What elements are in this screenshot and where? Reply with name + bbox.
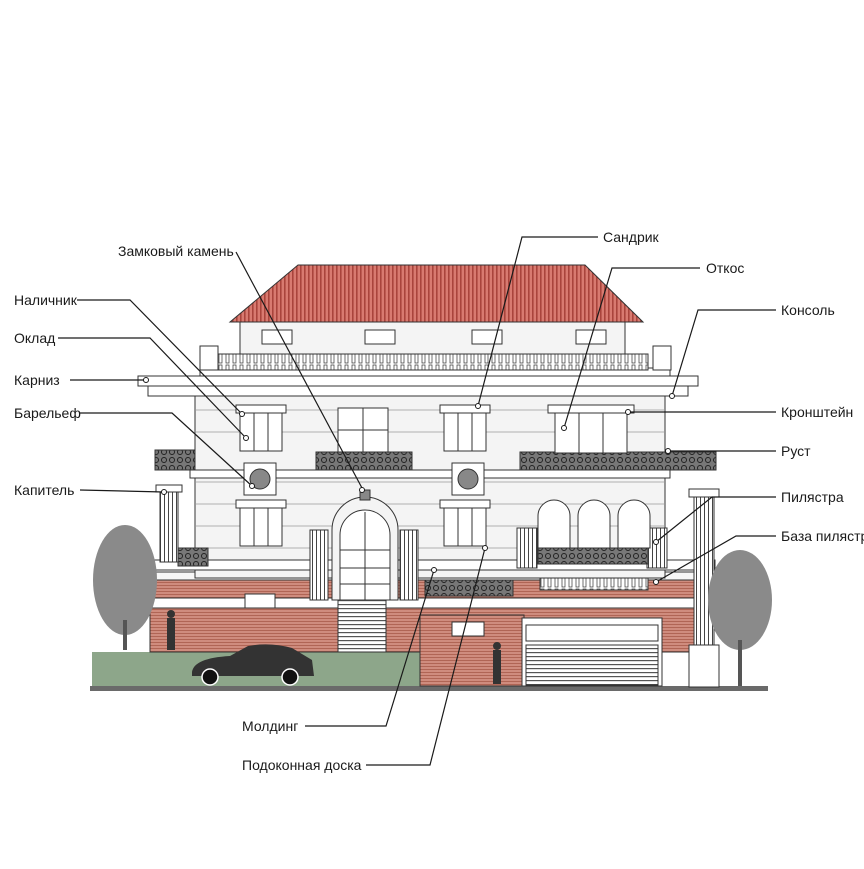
leader-barelef: [80, 412, 253, 487]
trees: [93, 525, 772, 686]
label-nalichnik: Наличник: [14, 292, 77, 308]
people: [167, 610, 501, 684]
bas-reliefs: [243, 462, 485, 496]
balconies: [154, 449, 717, 597]
label-podokonnaya-doska: Подоконная доска: [242, 757, 362, 773]
leader-sandrik: [477, 236, 598, 407]
label-kronshtein: Кронштейн: [781, 404, 854, 420]
label-zamkovy-kamen: Замковый камень: [118, 243, 234, 259]
label-oklad: Оклад: [14, 330, 56, 346]
entrance: [331, 489, 399, 653]
label-molding: Молдинг: [242, 718, 299, 734]
leader-podokonnaya-doska: [366, 547, 486, 766]
leader-pilyastra: [655, 496, 776, 543]
arched-windows: [537, 499, 651, 549]
label-karniz: Карниз: [14, 372, 60, 388]
label-baza-pilyastry: База пилястры: [781, 528, 864, 544]
label-pilyastra: Пилястра: [781, 489, 844, 505]
garage: [521, 617, 663, 687]
label-kapitel: Капитель: [14, 482, 75, 498]
car: [192, 644, 314, 686]
label-rust: Руст: [781, 443, 811, 459]
leader-dots: [143, 377, 675, 585]
label-konsol: Консоль: [781, 302, 835, 318]
roof: [228, 264, 645, 355]
leader-molding: [305, 569, 435, 727]
leader-otkos: [563, 267, 700, 429]
leader-baza-pilyastry: [655, 535, 776, 583]
leader-lines: [58, 236, 776, 766]
label-sandrik: Сандрик: [603, 229, 659, 245]
label-barelef: Барельеф: [14, 405, 81, 421]
label-otkos: Откос: [706, 260, 745, 276]
leader-konsol: [671, 309, 776, 397]
leader-nalichnik: [77, 299, 243, 415]
leader-oklad: [58, 337, 247, 439]
leader-kapitel: [79, 489, 165, 493]
windows: [235, 404, 635, 637]
leader-zamkovy-kamen: [235, 251, 363, 489]
